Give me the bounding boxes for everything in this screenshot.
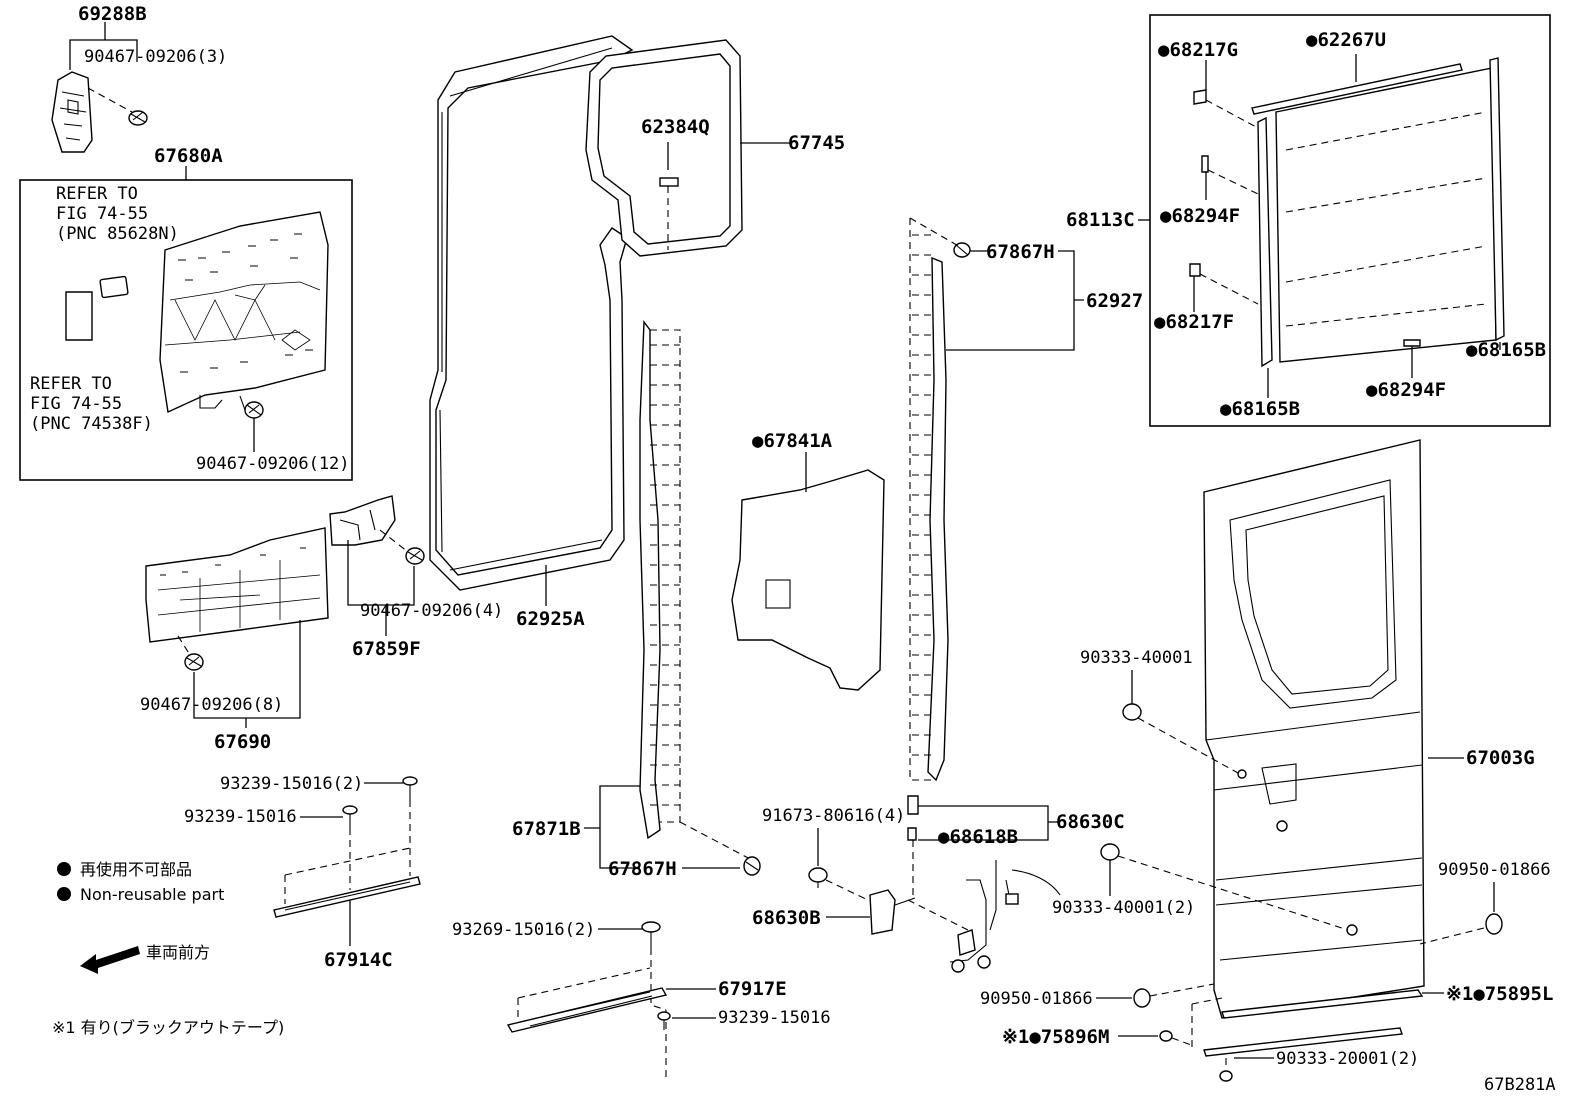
- legend-non-reusable-en: Non-reusable part: [80, 885, 224, 904]
- door-panel-67003G: [1203, 439, 1425, 1019]
- screw-icon: [641, 921, 661, 948]
- glass-68113C: [1275, 67, 1497, 363]
- refer-note-1-line1: REFER TO: [56, 184, 138, 204]
- label-90467-09206-12: 90467-09206(12): [196, 454, 350, 474]
- label-75895L: ※1●75895L: [1446, 983, 1553, 1005]
- label-67871B: 67871B: [512, 818, 581, 840]
- bracket-69288B: [51, 71, 93, 153]
- label-90333-40001-2: 90333-40001(2): [1052, 898, 1195, 918]
- roller-assembly-icon: [949, 860, 1061, 973]
- non-reusable-bullet-icon: [57, 862, 71, 876]
- clip-fastener-icon: [128, 110, 148, 126]
- clip-62384Q: [659, 177, 679, 187]
- plug-icon: [1159, 1030, 1173, 1042]
- weatherstrip-67745: [585, 39, 743, 257]
- label-90950-01866-left: 90950-01866: [980, 989, 1093, 1009]
- label-90950-01866-right: 90950-01866: [1438, 860, 1551, 880]
- label-69288B: 69288B: [78, 3, 147, 25]
- bolt-icon: [808, 867, 828, 888]
- label-67690: 67690: [214, 731, 271, 753]
- label-93269-15016-2: 93269-15016(2): [452, 920, 595, 940]
- weatherstrip-62927: [927, 256, 949, 782]
- molding-75895L: [1221, 989, 1424, 1019]
- label-93239-15016-2: 93239-15016(2): [220, 774, 363, 794]
- legend-non-reusable-jp: 再使用不可部品: [80, 860, 192, 879]
- screw-icon: [402, 776, 418, 800]
- label-93239-15016-b: 93239-15016: [718, 1008, 831, 1028]
- molding-75896M: [1203, 1027, 1403, 1057]
- label-67680A: 67680A: [154, 145, 223, 167]
- door-trim-panel-67680A: [159, 211, 329, 414]
- label-68165B-right: ●68165B: [1466, 339, 1546, 361]
- label-90467-09206-3: 90467-09206(3): [84, 47, 227, 67]
- label-68618B: ●68618B: [938, 826, 1018, 848]
- label-91673-80616-4: 91673-80616(4): [762, 806, 905, 826]
- weatherstrip-67871B: [639, 320, 661, 840]
- legend-vehicle-front: 車両前方: [146, 943, 210, 962]
- refer-note-1-line2: FIG 74-55: [56, 204, 148, 224]
- label-75896M: ※1●75896M: [1002, 1026, 1109, 1048]
- label-67914C: 67914C: [324, 949, 393, 971]
- clip-fastener-icon: [953, 242, 971, 258]
- clip-fastener-icon: [405, 547, 425, 565]
- service-cover-67841A: [731, 469, 885, 691]
- label-62925A: 62925A: [516, 608, 585, 630]
- grommet-icon: [1485, 913, 1503, 935]
- label-67745: 67745: [788, 132, 845, 154]
- label-67867H-lower: 67867H: [608, 858, 677, 880]
- lower-panel-67690: [145, 527, 329, 643]
- clip-fastener-icon: [184, 653, 204, 671]
- label-68217G: ●68217G: [1158, 39, 1238, 61]
- molding-67914C: [273, 876, 421, 918]
- bracket-67859F: [329, 495, 396, 546]
- clip-icon: [1189, 89, 1421, 347]
- refer-note-2-line1: REFER TO: [30, 374, 112, 394]
- figure-id: 67B281A: [1484, 1075, 1556, 1095]
- label-67003G: 67003G: [1466, 747, 1535, 769]
- screw-icon: [342, 805, 358, 828]
- scuff-plate-67917E: [506, 987, 668, 1033]
- molding-62267U: [1251, 63, 1463, 115]
- label-62384Q: 62384Q: [641, 116, 710, 138]
- bolt-icon: [907, 795, 919, 841]
- refer-note-2-line3: (PNC 74538F): [30, 414, 153, 434]
- refer-note-2-line2: FIG 74-55: [30, 394, 122, 414]
- label-62927: 62927: [1086, 290, 1143, 312]
- legend-note-1: ※1 有り(ブラックアウトテープ): [52, 1018, 284, 1037]
- plug-icon: [1100, 843, 1120, 861]
- label-67841A: ●67841A: [752, 430, 833, 452]
- label-68113C: 68113C: [1066, 209, 1135, 231]
- label-90333-20001-2: 90333-20001(2): [1276, 1049, 1419, 1069]
- label-67917E: 67917E: [718, 978, 787, 1000]
- label-68217F: ●68217F: [1154, 311, 1234, 333]
- refer-note-1-line3: (PNC 85628N): [56, 224, 179, 244]
- label-68294F-upper: ●68294F: [1160, 205, 1240, 227]
- grommet-icon: [1133, 988, 1151, 1008]
- label-67859F: 67859F: [352, 638, 421, 660]
- hinge-68630B: [869, 889, 916, 935]
- label-62267U: ●62267U: [1306, 29, 1386, 51]
- clip-fastener-icon: [244, 401, 264, 419]
- label-90467-09206-4: 90467-09206(4): [360, 601, 503, 621]
- front-arrow-icon: [80, 946, 140, 974]
- clip-fastener-icon: [743, 856, 761, 876]
- non-reusable-bullet-icon: [57, 887, 71, 901]
- label-68630B: 68630B: [752, 907, 821, 929]
- label-68630C: 68630C: [1056, 811, 1125, 833]
- label-67867H-upper: 67867H: [986, 241, 1055, 263]
- label-90333-40001: 90333-40001: [1080, 648, 1193, 668]
- label-93239-15016-a: 93239-15016: [184, 807, 297, 827]
- plug-icon: [1219, 1070, 1233, 1082]
- run-channel-68165B: [1257, 57, 1505, 368]
- label-90467-09206-8: 90467-09206(8): [140, 695, 283, 715]
- label-68294F-lower: ●68294F: [1366, 379, 1446, 401]
- weatherstrip-62925A: [429, 35, 634, 591]
- label-68165B-left: ●68165B: [1220, 398, 1300, 420]
- screw-icon: [657, 1011, 671, 1030]
